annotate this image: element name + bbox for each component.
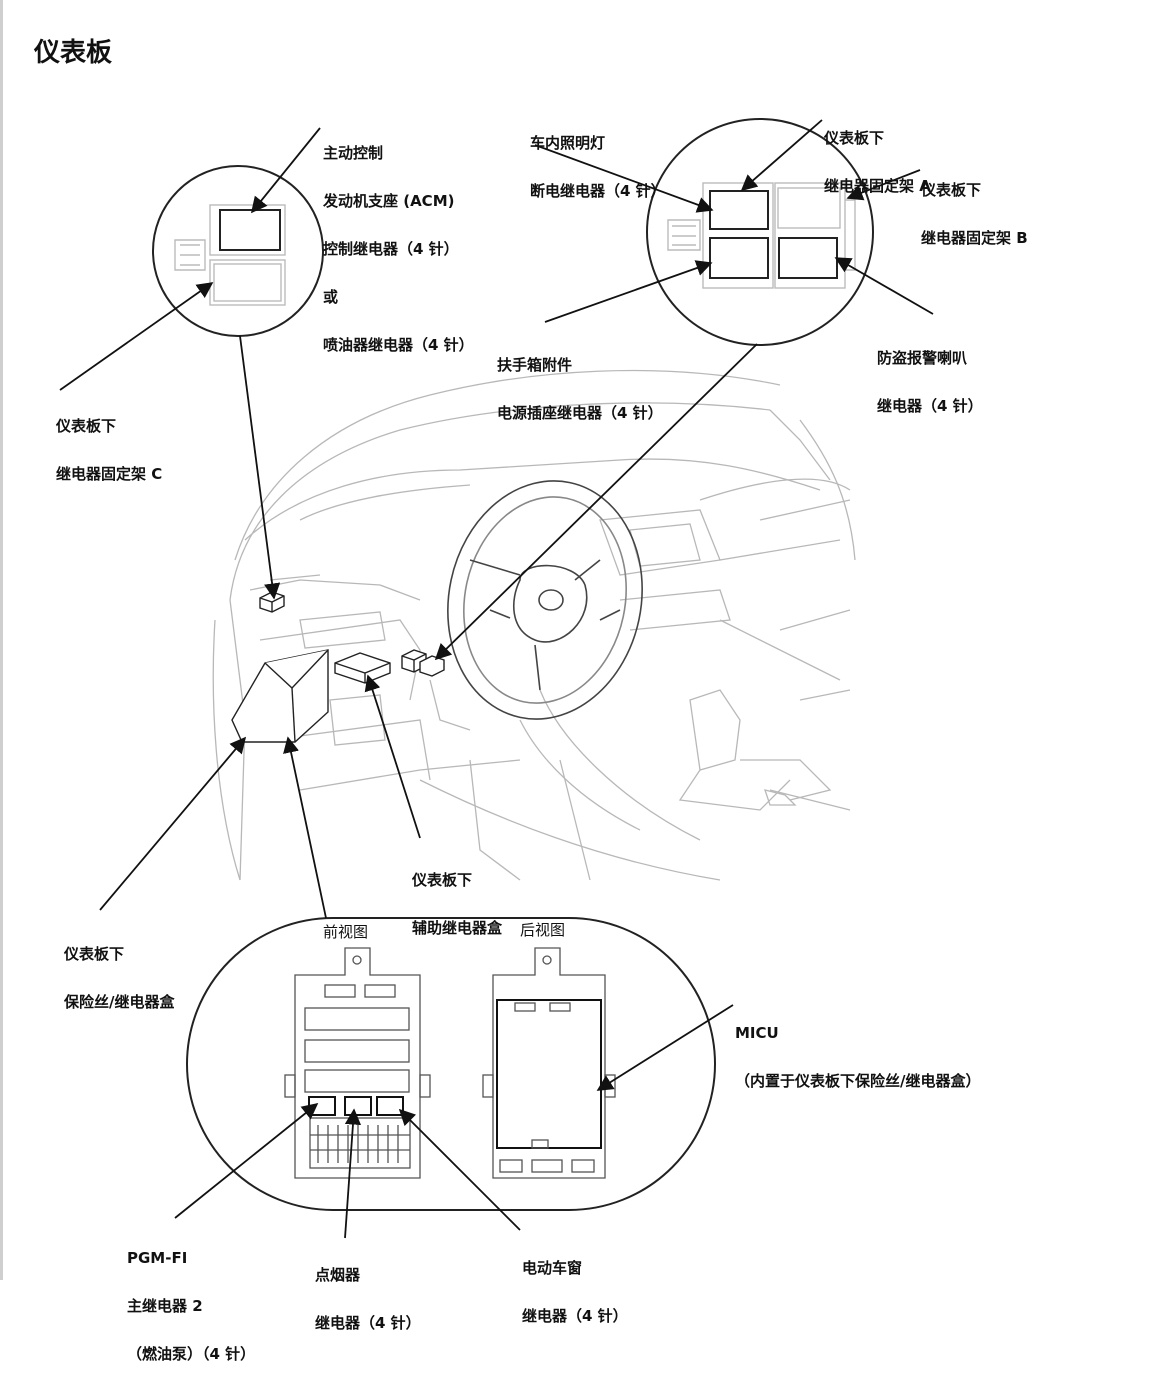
label-bracket-c: 仪表板下 继电器固定架 C — [56, 386, 162, 498]
fuse-box-panel — [186, 917, 716, 1211]
label-line: 继电器固定架 C — [56, 465, 163, 483]
label-line: 保险丝/继电器盒 — [64, 993, 175, 1011]
label-line: 继电器固定架 A — [824, 177, 931, 195]
label-glovebox-socket-relay: 扶手箱附件 电源插座继电器（4 针） — [497, 325, 663, 437]
label-line: 点烟器 — [315, 1266, 361, 1284]
label-line: 电动车窗 — [522, 1259, 583, 1277]
label-line: 继电器固定架 B — [921, 229, 1028, 247]
zoom-circle-brackets-ab — [646, 118, 874, 346]
label-line: 继电器（4 针） — [315, 1314, 421, 1332]
label-line: MICU — [735, 1024, 779, 1042]
zoom-circle-acm — [152, 165, 324, 337]
label-line: 或 — [323, 288, 339, 306]
dashboard-relay-diagram — [59, 118, 934, 1239]
label-line: （燃油泵）（4 针） — [127, 1345, 256, 1363]
dashboard-illustration — [212, 369, 856, 881]
label-line: 扶手箱附件 — [497, 356, 573, 374]
label-bracket-a: 仪表板下 继电器固定架 A — [824, 98, 931, 210]
label-fuse-relay-box: 仪表板下 保险丝/继电器盒 — [64, 914, 174, 1026]
label-line: 仪表板下 — [921, 181, 982, 199]
label-line: 控制继电器（4 针） — [323, 240, 459, 258]
label-line: 仪表板下 — [64, 945, 125, 963]
label-line: 继电器（4 针） — [877, 397, 983, 415]
front-view-fuse-box — [284, 947, 431, 1179]
label-alarm-horn-relay: 防盗报警喇叭 继电器（4 针） — [877, 318, 983, 430]
label-acm-relay: 主动控制 发动机支座 (ACM) 控制继电器（4 针） 或 喷油器继电器（4 针… — [323, 113, 474, 369]
label-line: 继电器（4 针） — [522, 1307, 628, 1325]
rear-view-fuse-box — [482, 947, 616, 1179]
leader-lines — [59, 119, 934, 1239]
label-line: 仪表板下 — [412, 871, 473, 889]
label-line: （内置于仪表板下保险丝/继电器盒） — [735, 1072, 981, 1090]
label-line: 仪表板下 — [824, 129, 885, 147]
label-bracket-b: 仪表板下 继电器固定架 B — [921, 150, 1028, 262]
label-cigar-relay: 点烟器 继电器（4 针） — [315, 1235, 421, 1347]
label-line: 喷油器继电器（4 针） — [323, 336, 474, 354]
steering-wheel — [447, 480, 643, 720]
label-power-window-relay: 电动车窗 继电器（4 针） — [522, 1228, 628, 1340]
label-line: 电源插座继电器（4 针） — [497, 404, 663, 422]
label-line: 发动机支座 (ACM) — [323, 192, 455, 210]
page-left-border — [0, 0, 3, 1280]
page-title: 仪表板 — [34, 38, 113, 68]
label-aux-relay-box: 仪表板下 辅助继电器盒 — [412, 840, 502, 952]
label-rear-view: 后视图 — [520, 921, 566, 939]
label-interior-light-relay: 车内照明灯 断电继电器（4 针） — [530, 103, 666, 215]
label-line: PGM-FI — [127, 1249, 188, 1267]
label-line: 防盗报警喇叭 — [877, 349, 968, 367]
dashboard-relays — [231, 591, 445, 743]
label-micu: MICU （内置于仪表板下保险丝/继电器盒） — [735, 993, 980, 1105]
label-line: 车内照明灯 — [530, 134, 606, 152]
label-pgm-fi-relay: PGM-FI 主继电器 2 （燃油泵）（4 针） — [127, 1218, 255, 1378]
label-line: 辅助继电器盒 — [412, 919, 503, 937]
label-front-view: 前视图 — [323, 923, 369, 941]
label-line: 主继电器 2 — [127, 1297, 203, 1315]
label-line: 断电继电器（4 针） — [530, 182, 666, 200]
label-line: 仪表板下 — [56, 417, 117, 435]
label-line: 主动控制 — [323, 144, 384, 162]
